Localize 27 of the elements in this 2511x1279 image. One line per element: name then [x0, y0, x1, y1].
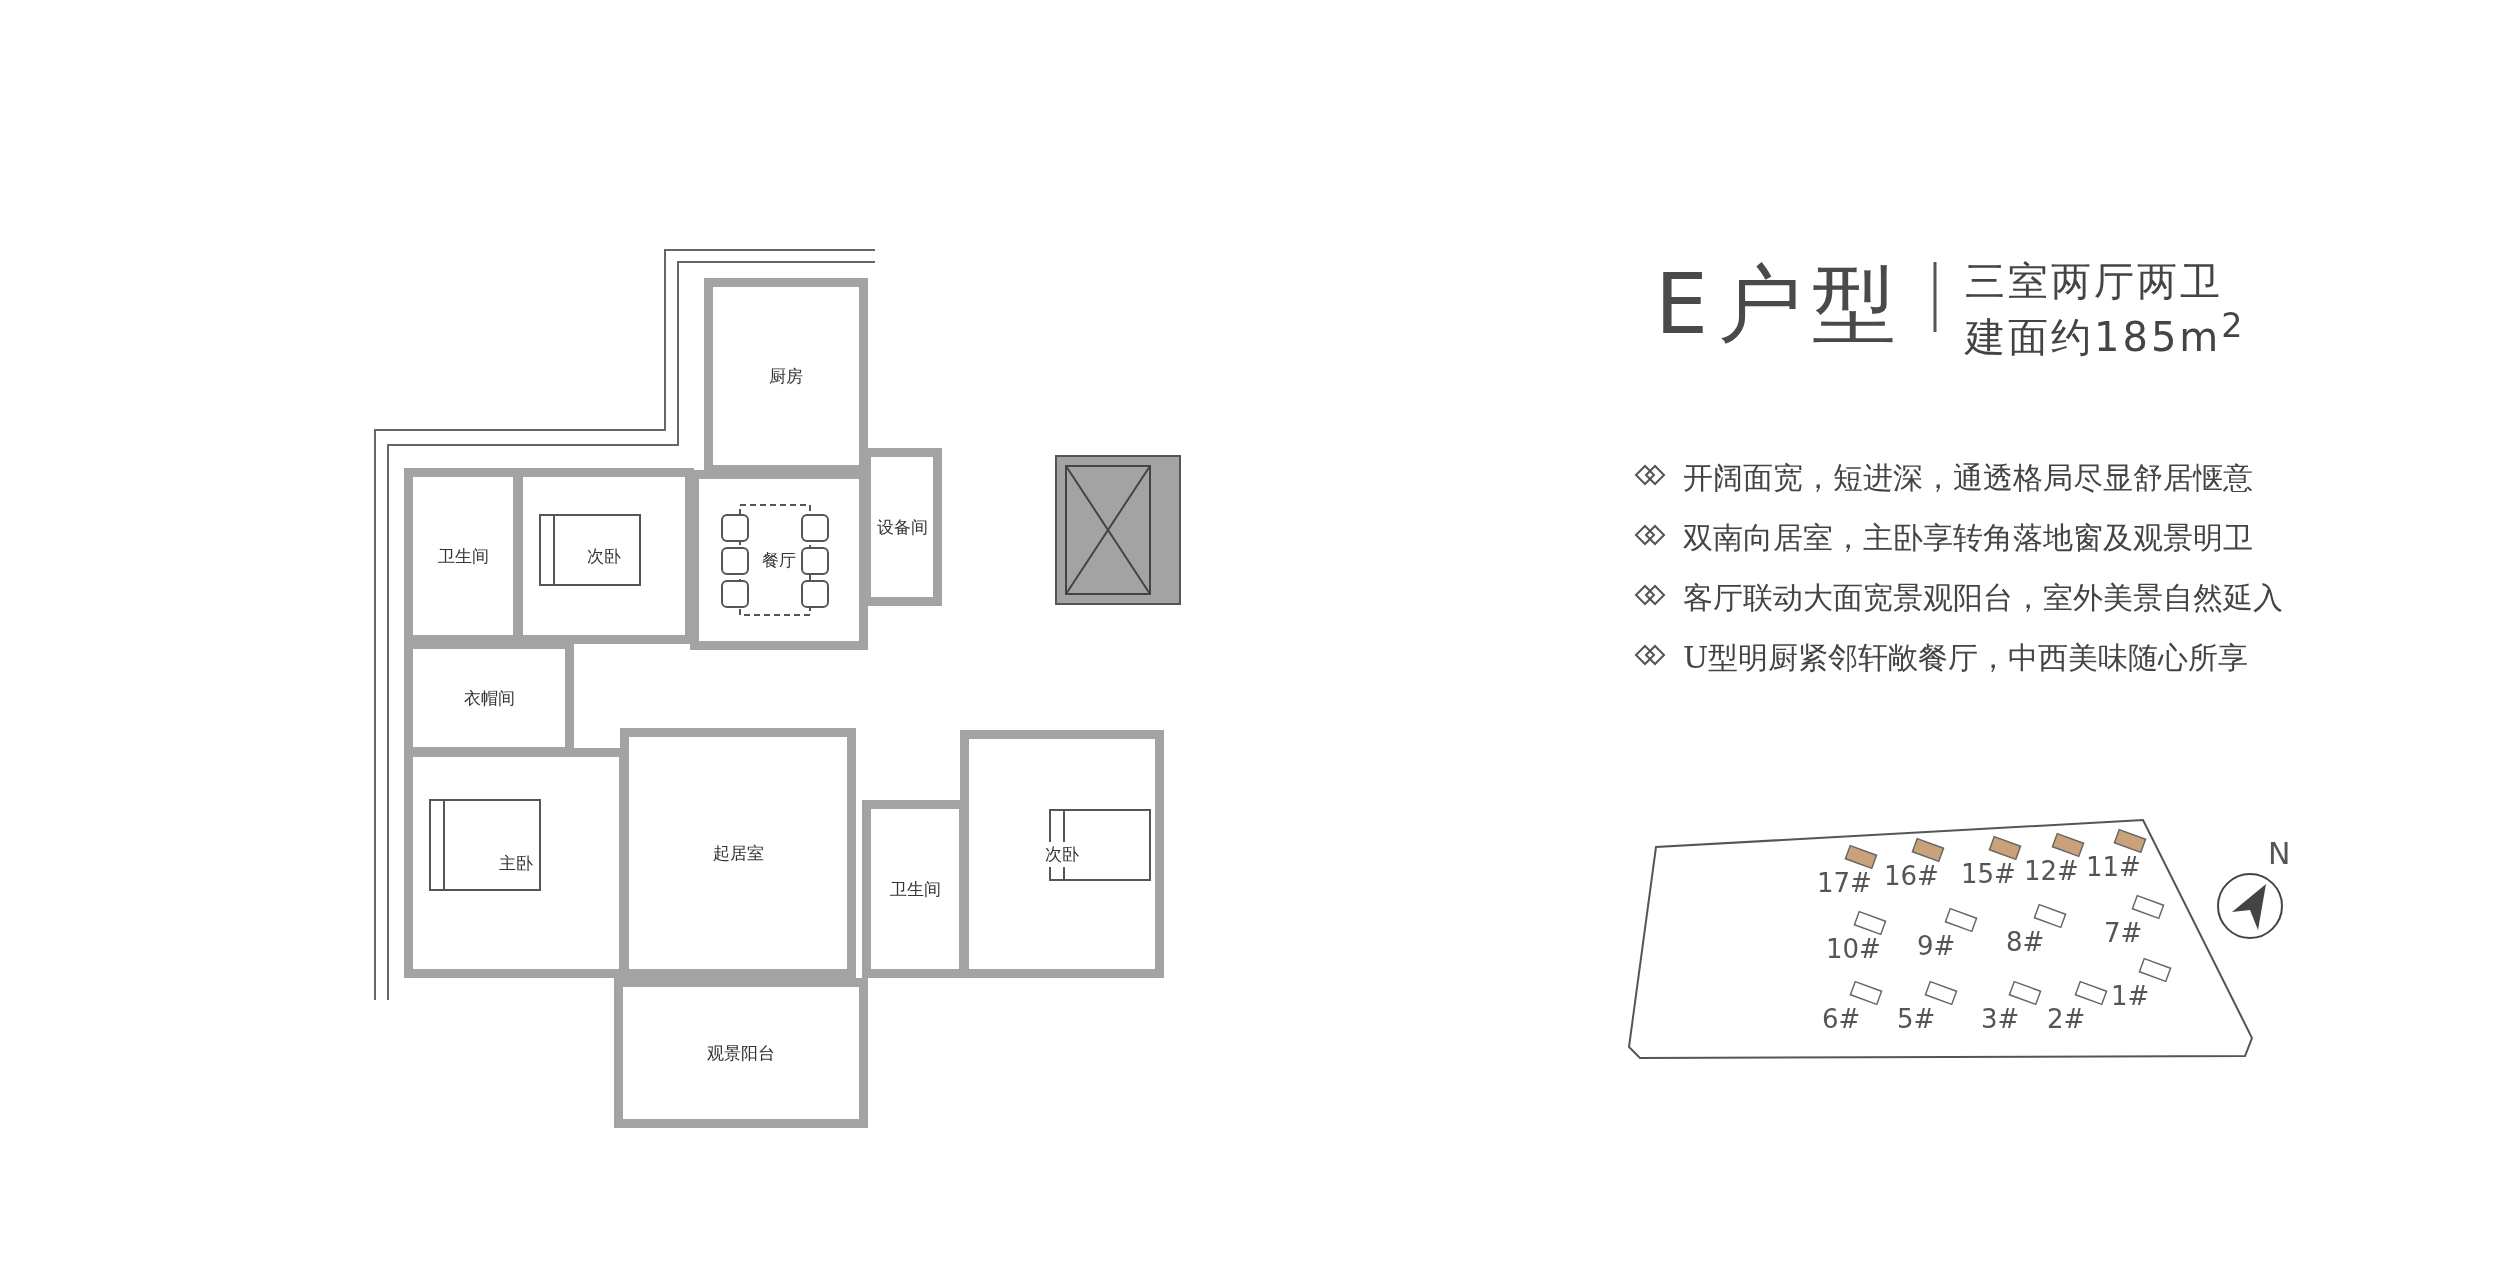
building-number: 17#	[1817, 868, 1872, 898]
feature-text: 双南向居室，主卧享转角落地窗及观景明卫	[1683, 519, 2253, 557]
building-number: 5#	[1897, 1004, 1936, 1034]
building-number: 10#	[1826, 934, 1881, 964]
building-number: 9#	[1917, 931, 1956, 961]
building-number: 11#	[2086, 852, 2141, 882]
building-number: 8#	[2006, 927, 2045, 957]
unit-spec: 建面约185m$^{2}$	[1965, 306, 2246, 363]
building-number: 16#	[1884, 861, 1939, 891]
building-number: 7#	[2104, 918, 2143, 948]
building-number: 1#	[2111, 981, 2150, 1011]
room-label: 次卧	[1042, 841, 1082, 867]
building-number: 2#	[2047, 1004, 2086, 1034]
room-area	[960, 730, 1164, 978]
room-area	[614, 978, 868, 1128]
north-label: N	[2268, 836, 2291, 871]
room-area	[690, 470, 868, 650]
feature-text: 客厅联动大面宽景观阳台，室外美景自然延入	[1683, 579, 2283, 617]
feature-text: 开阔面宽，短进深，通透格局尽显舒居惬意	[1683, 459, 2253, 497]
building-number: 6#	[1822, 1004, 1861, 1034]
plan-title: E户型	[1655, 254, 1907, 355]
unit-spec: 三室两厅两卫	[1965, 257, 2223, 306]
room-area	[620, 728, 856, 978]
building-number: 3#	[1981, 1004, 2020, 1034]
building-number: 15#	[1961, 859, 2016, 889]
building-number: 12#	[2024, 856, 2079, 886]
feature-text: U型明厨紧邻轩敞餐厅，中西美味随心所享	[1683, 639, 2249, 677]
